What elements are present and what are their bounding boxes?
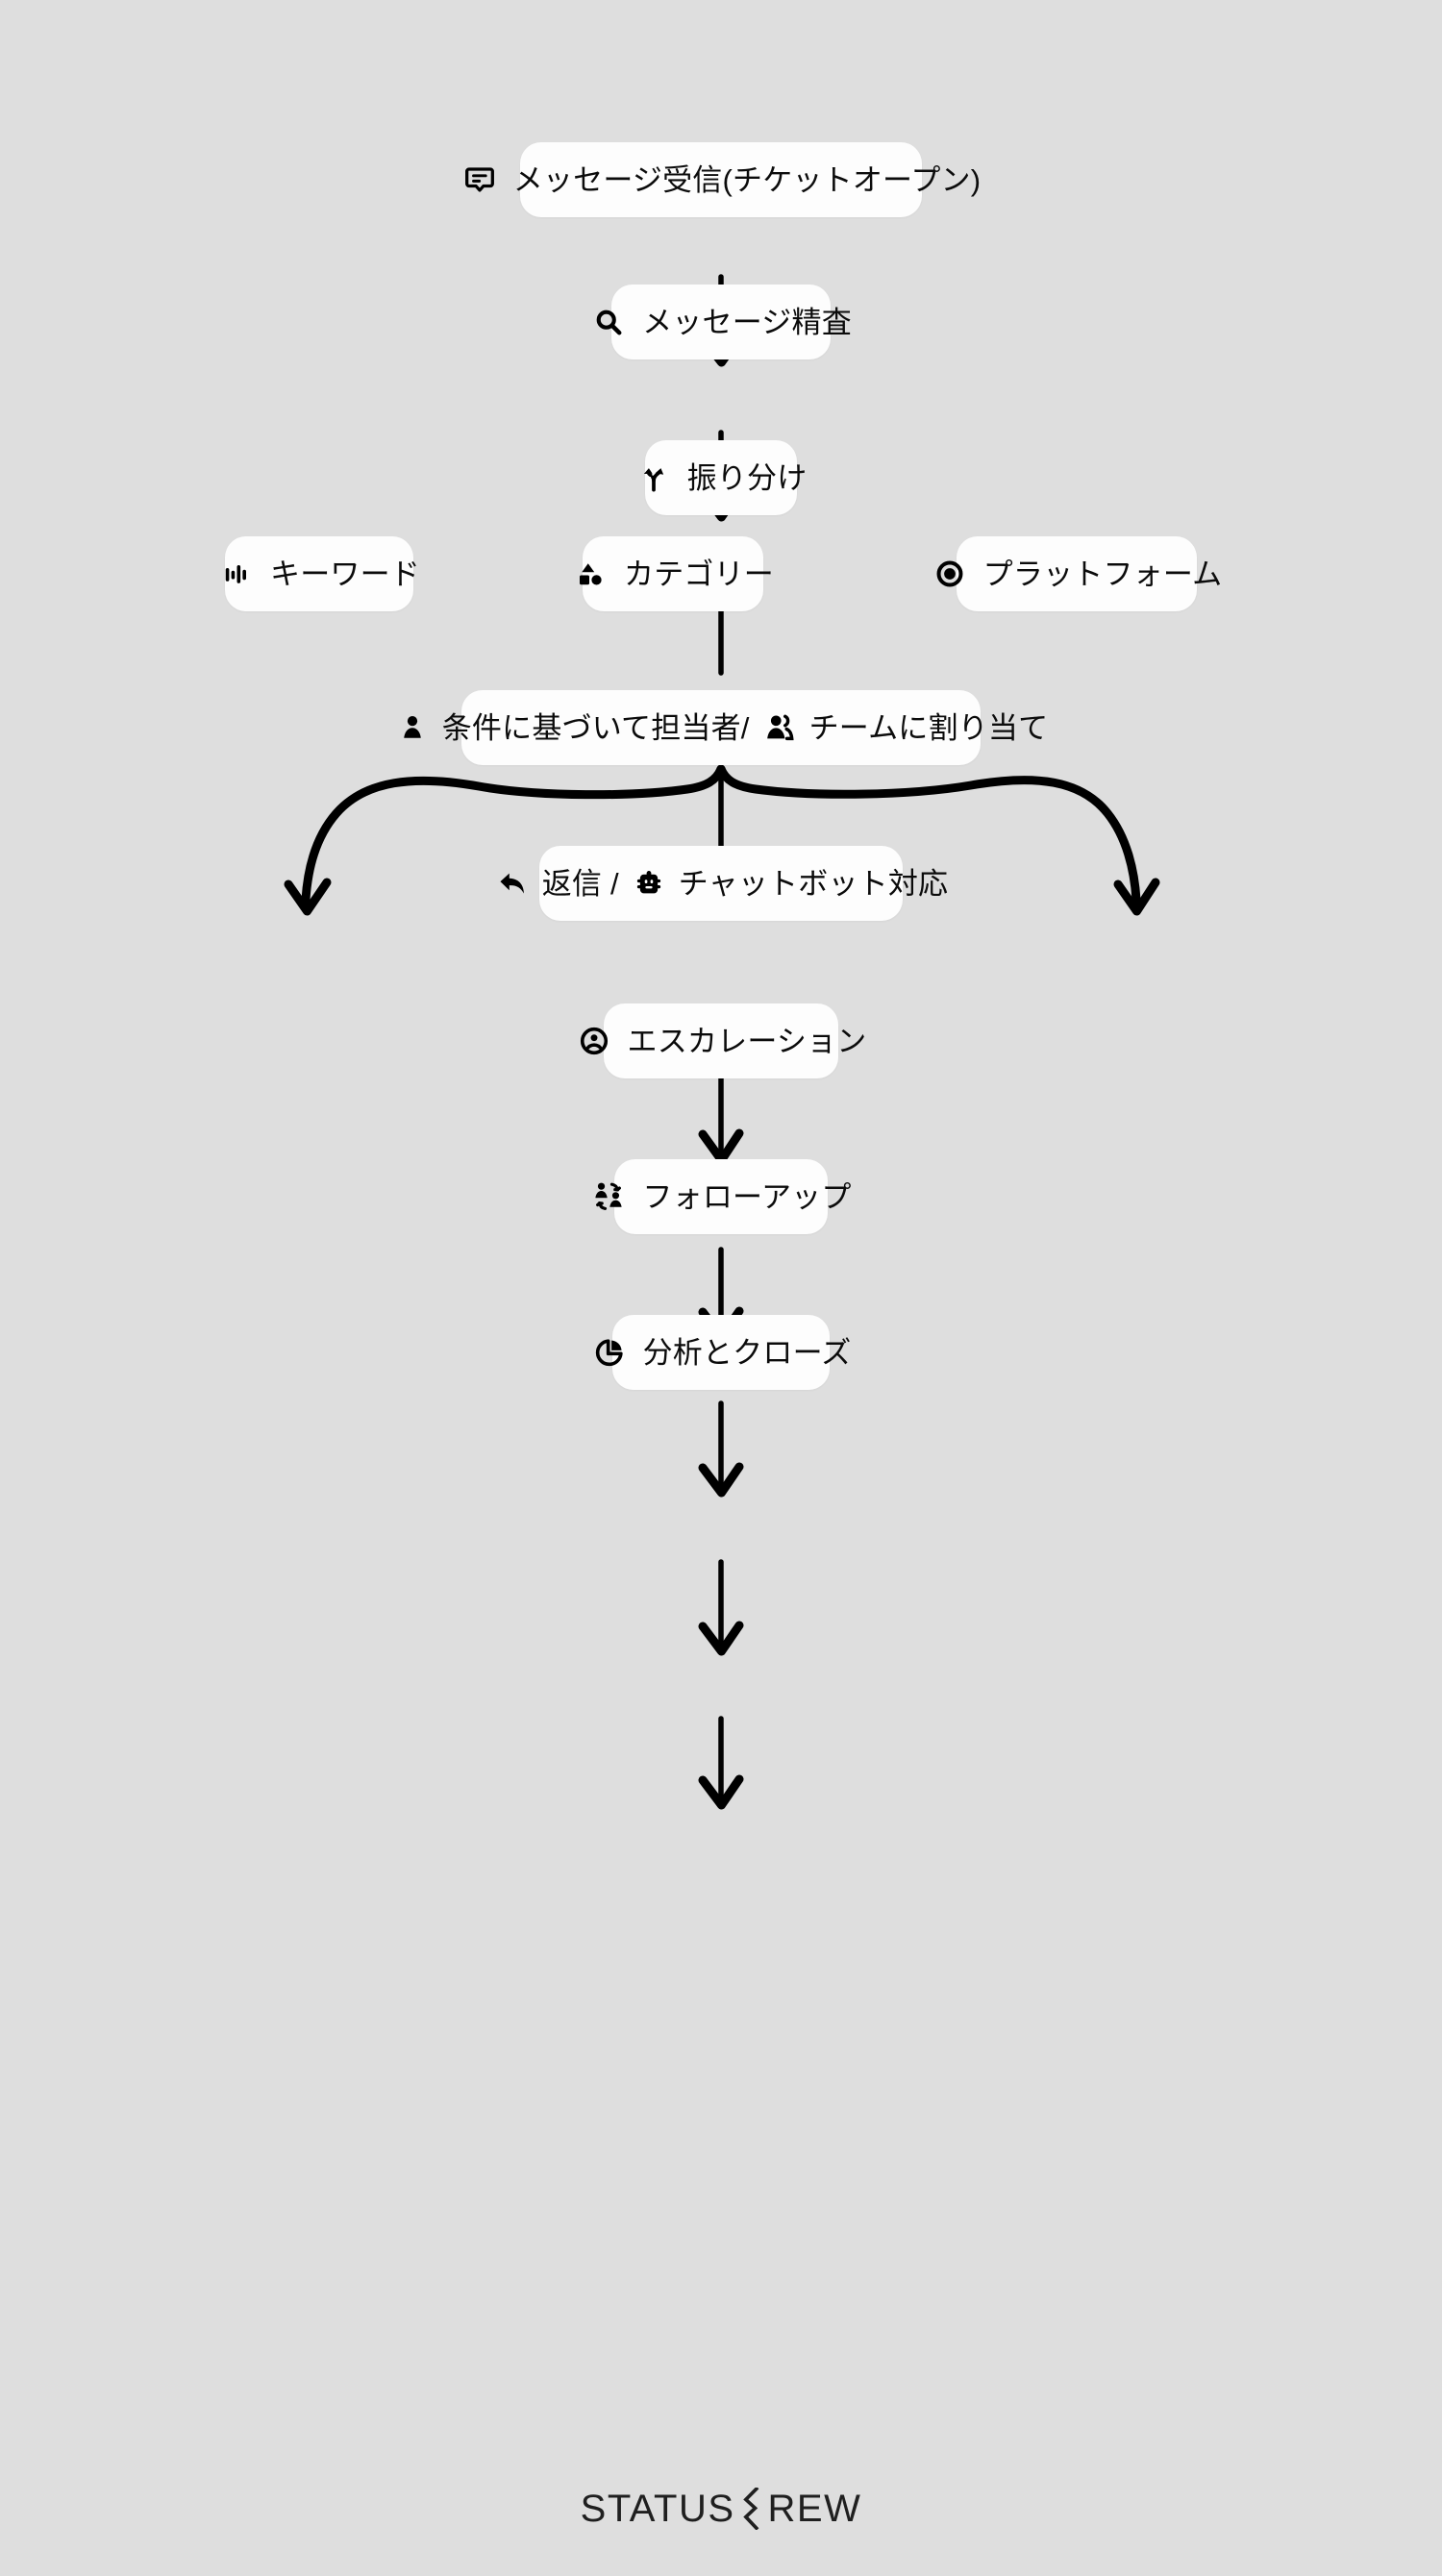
node-label: メッセージ受信(チケットオープン) <box>512 162 982 197</box>
people-group-icon <box>761 709 798 746</box>
reply-arrow-icon <box>494 865 531 902</box>
brand-word-first: STATUS <box>580 2488 735 2530</box>
node-message-received[interactable]: メッセージ受信(チケットオープン) <box>464 142 981 217</box>
brand-word-last: REW <box>767 2488 862 2530</box>
node-routing[interactable]: 振り分け <box>643 440 807 515</box>
user-circle-icon <box>576 1023 612 1059</box>
node-assign-agent-team[interactable]: 条件に基づいて担当者/ チームに割り当て <box>403 690 1048 765</box>
node-escalation[interactable]: エスカレーション <box>580 1003 866 1078</box>
robot-icon <box>631 865 667 902</box>
node-label: 振り分け <box>686 460 808 495</box>
radio-target-icon <box>932 556 968 592</box>
edge-n8-n9 <box>698 1400 744 1498</box>
node-keyword[interactable]: キーワード <box>225 536 420 611</box>
node-label: キーワード <box>270 557 420 591</box>
person-icon <box>394 709 431 746</box>
node-analyze-close[interactable]: 分析とクローズ <box>595 1315 851 1390</box>
bolt-zigzag-icon <box>739 2488 764 2530</box>
node-label-part1: 条件に基づいて担当者/ <box>441 710 750 745</box>
follow-up-users-icon <box>590 1178 627 1215</box>
node-label-part2: チームに割り当て <box>808 710 1049 745</box>
node-label: 分析とクローズ <box>642 1335 852 1370</box>
node-label-part1: 返信 / <box>541 866 619 901</box>
brand-logo: STATUS REW <box>581 2488 862 2530</box>
node-reply-chatbot[interactable]: 返信 / チャットボット対応 <box>500 846 948 921</box>
node-message-review[interactable]: メッセージ精査 <box>596 285 852 359</box>
node-label: プラットフォーム <box>982 557 1223 591</box>
node-category[interactable]: カテゴリー <box>580 536 774 611</box>
node-platform[interactable]: プラットフォーム <box>936 536 1222 611</box>
edge-n9-n10 <box>698 1559 744 1656</box>
split-fork-icon <box>635 459 672 496</box>
node-label: フォローアップ <box>642 1179 852 1214</box>
message-bubble-icon <box>461 161 498 198</box>
node-follow-up[interactable]: フォローアップ <box>595 1159 851 1234</box>
search-icon <box>590 304 627 340</box>
node-label: メッセージ精査 <box>642 305 852 339</box>
pie-chart-icon <box>591 1334 628 1371</box>
node-label: エスカレーション <box>627 1024 867 1058</box>
edge-n10-n11 <box>698 1716 744 1810</box>
node-label: カテゴリー <box>624 557 774 591</box>
node-label-part2: チャットボット対応 <box>678 866 949 901</box>
waveform-icon <box>218 556 255 592</box>
shapes-icon <box>572 556 609 592</box>
